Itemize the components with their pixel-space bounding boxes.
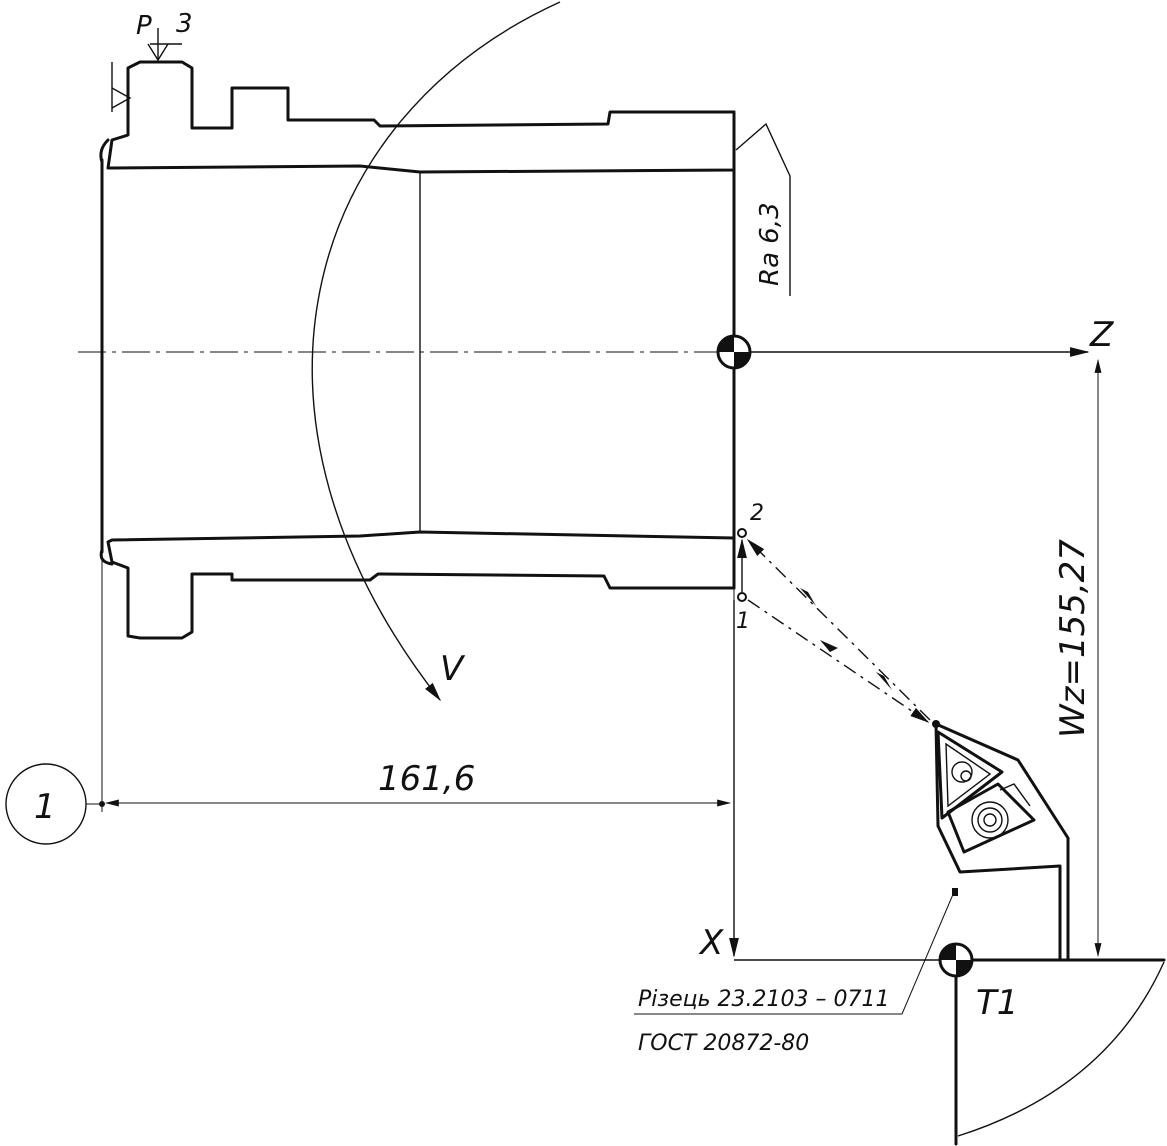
tool-label: T1 [976,983,1018,1023]
velocity-label: V [440,649,466,689]
approach-path [746,538,931,721]
path-point-2-label: 2 [750,501,764,526]
upper-wall-section [106,60,736,174]
z-axis-label: Z [1089,315,1114,355]
path-point-1-label: 1 [736,609,750,634]
roughness-symbol: P [136,11,152,41]
cutting-tool [932,720,1070,962]
tool-zero-symbol [938,942,974,978]
path-arrow-a [800,588,816,606]
path-arrow-c [876,672,892,690]
datum-marker: 1 [5,763,105,845]
path-point-2 [737,528,747,538]
tool-designation-leader: Різець 23.2103 – 0711 ГОСТ 20872-80 [634,891,955,1056]
datum-number: 1 [34,787,56,827]
ra-roughness-symbol: Ra 6,3 [735,122,791,296]
retract-path [747,599,930,723]
roughness-mark: P 3 [111,9,193,112]
x-axis-label: X [698,923,724,963]
dimension-length-text: 161,6 [378,759,475,799]
turret-arc [957,961,1165,1137]
lower-wall-section [106,530,736,640]
tool-name-text: Різець 23.2103 – 0711 [638,987,890,1012]
bore-left-top-corner [99,138,110,164]
path-point-1 [737,592,747,602]
ra-roughness-text: Ra 6,3 [755,202,785,286]
velocity-arc [311,1,561,702]
roughness-value: 3 [176,9,193,39]
path-arrow-b [820,640,838,652]
tool-standard-text: ГОСТ 20872-80 [638,1031,809,1056]
dimension-wz-text: Wz=155,27 [1053,539,1093,738]
workpiece-zero-symbol [716,334,752,370]
